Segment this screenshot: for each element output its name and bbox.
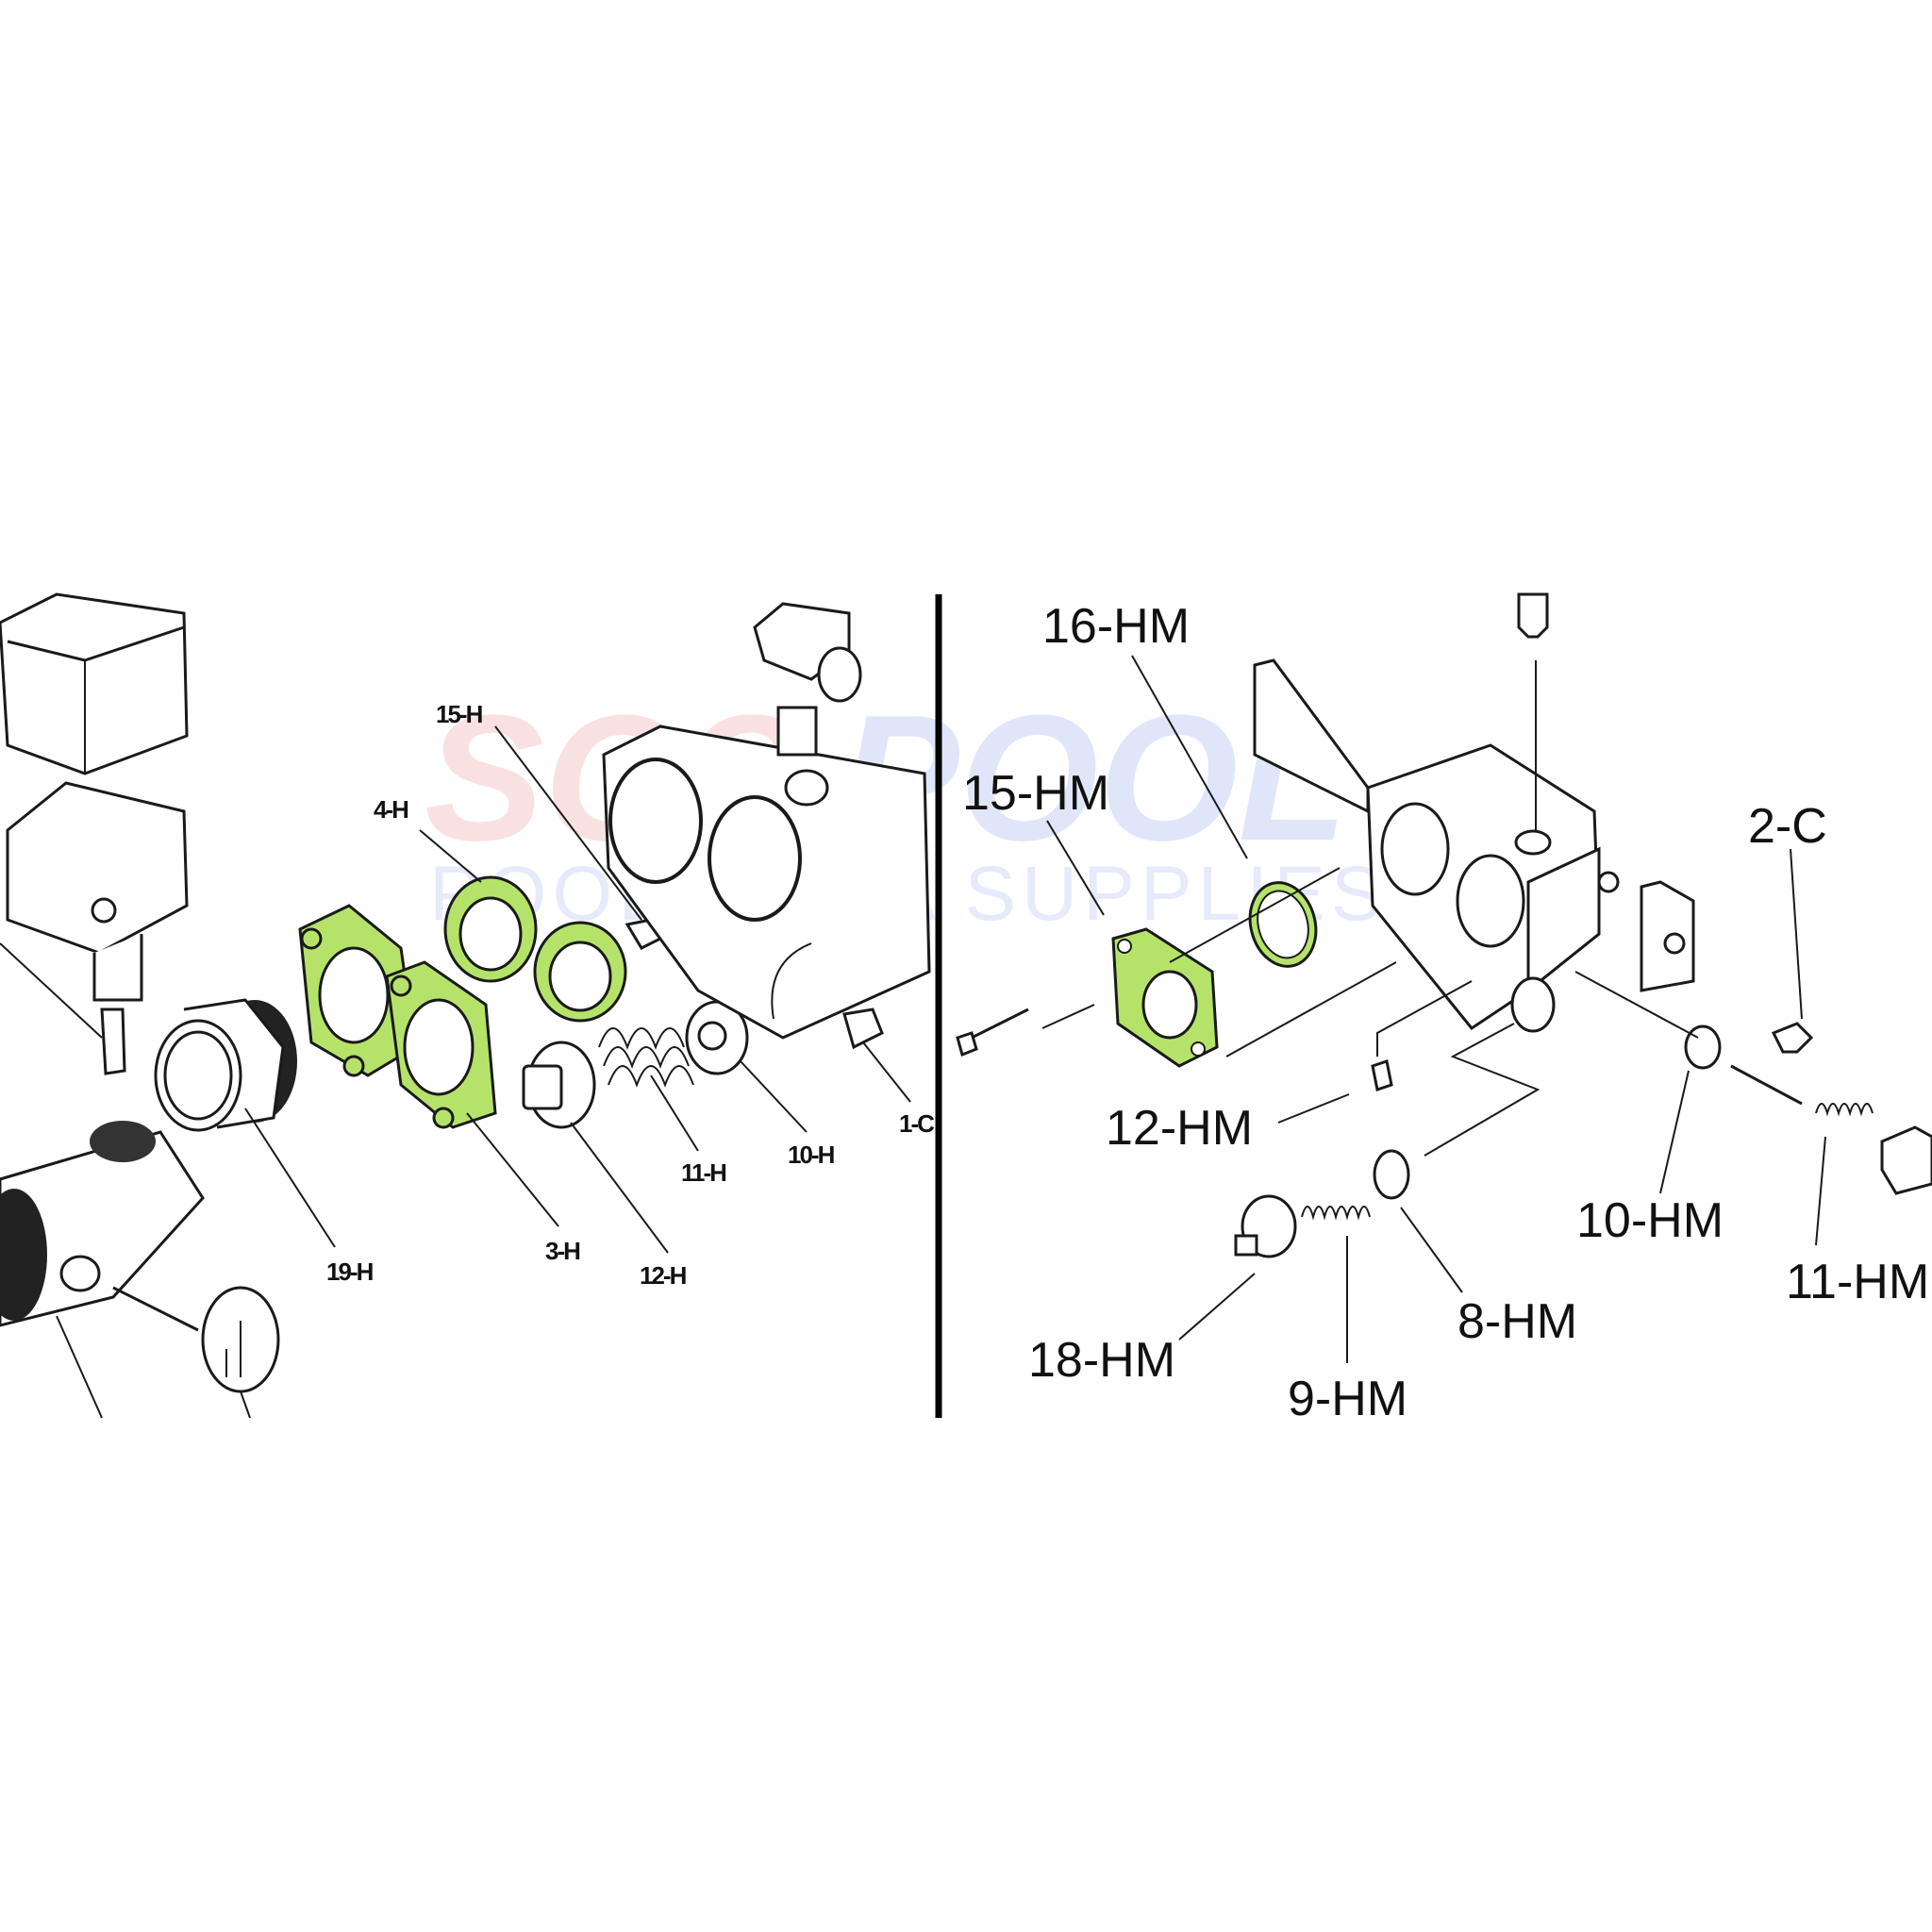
label-15-hm: 15-HM [962,766,1109,821]
label-8-hm: 8-HM [1457,1294,1577,1349]
left-diagram: 15-H 4-H 19-H 3-H 12-H 11-H 10-H 1-C [0,592,937,1419]
part-12hm [1371,1059,1393,1091]
label-11-hm: 11-HM [1786,1255,1929,1309]
label-10-hm: 10-HM [1576,1193,1724,1248]
gauge [112,1286,280,1393]
plug-18hm [1234,1194,1297,1258]
label-4-h: 4-H [374,795,408,824]
clip-part [100,1008,126,1075]
solenoid-box-top [0,592,189,775]
ring-4h-a [443,875,538,983]
gasket-16hm [1248,881,1318,968]
flange-3h-b [385,960,497,1129]
flange-15hm [1111,927,1219,1068]
spring-11h [598,1027,694,1088]
label-10-h: 10-H [788,1141,835,1169]
bolt [956,1008,1029,1058]
valve-body-left [602,602,931,1040]
right-leader-lines [1041,655,1826,1363]
disc-8hm [1373,1149,1410,1200]
fitting-1c [842,1008,884,1050]
label-18-hm: 18-HM [1028,1333,1175,1388]
label-2-c: 2-C [1748,799,1827,854]
label-1-c: 1-C [899,1109,935,1138]
union-nut-19h [154,998,297,1132]
valve-10h [685,1000,749,1075]
flange-3h-a [298,904,417,1077]
label-9-hm: 9-HM [1288,1372,1407,1426]
right-diagram: 16-HM 15-HM 2-C 12-HM 10-HM 11-HM 8-HM 1… [956,592,1932,1426]
plug-hex [1880,1125,1932,1195]
plug-12h [522,1041,596,1129]
label-3-h: 3-H [545,1237,580,1265]
spring-11hm [1815,1103,1874,1117]
fitting-2c [1771,1022,1814,1054]
spring-9hm [1301,1206,1371,1221]
label-16-hm: 16-HM [1042,599,1190,654]
valve-body-right [1253,658,1695,1033]
label-19-h: 19-H [326,1257,374,1286]
label-12-hm: 12-HM [1106,1101,1253,1156]
fitting-top [1517,592,1549,639]
ring-4h-b [533,921,627,1023]
valve-10hm [1684,1024,1722,1070]
label-15-h: 15-H [436,700,483,728]
label-11-h: 11-H [681,1158,726,1187]
tee-fitting [0,1121,205,1327]
pin-part [1730,1064,1803,1106]
solenoid-box-bottom [6,781,189,1002]
left-leader-lines [56,725,911,1419]
label-12-h: 12-H [640,1261,687,1290]
